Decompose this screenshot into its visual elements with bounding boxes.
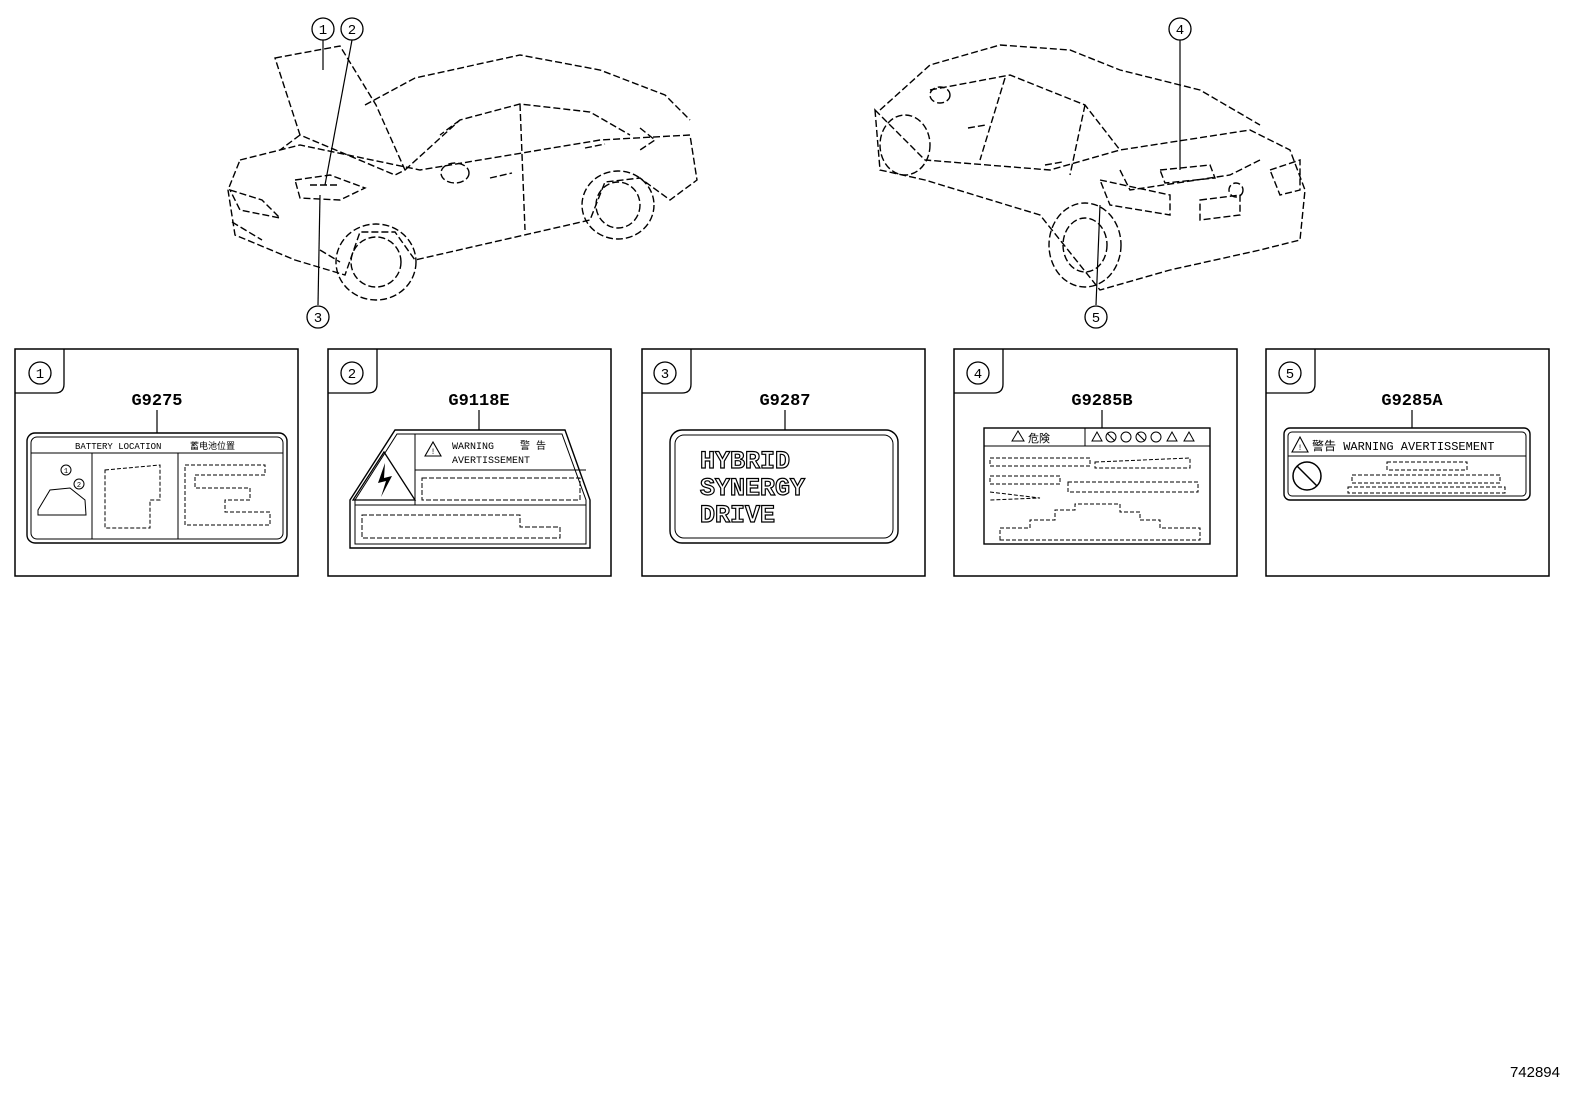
label-line-synergy: SYNERGY xyxy=(700,474,805,503)
panel-index: 2 xyxy=(348,367,356,383)
panel-g9287: 3 G9287 HYBRID SYNERGY DRIVE xyxy=(641,348,926,577)
svg-text:危険: 危険 xyxy=(1028,432,1050,446)
svg-text:警告 WARNING AVERTISSEMENT: 警告 WARNING AVERTISSEMENT xyxy=(1312,438,1494,454)
panel-index: 4 xyxy=(974,367,982,383)
svg-text:BATTERY LOCATION: BATTERY LOCATION xyxy=(75,442,161,452)
svg-text:1: 1 xyxy=(64,468,68,476)
svg-text:2: 2 xyxy=(348,23,356,39)
callout-2: 2 xyxy=(340,17,364,41)
svg-text:4: 4 xyxy=(1176,23,1184,39)
panel-index: 1 xyxy=(36,367,44,383)
high-voltage-icon xyxy=(351,450,417,501)
rear-car-illustration xyxy=(874,44,1306,291)
panel-g9118e: 2 G9118E ! WARNING 警 告 AVERTISSEMENT xyxy=(327,348,612,577)
svg-text:5: 5 xyxy=(1092,311,1100,327)
svg-text:2: 2 xyxy=(77,482,81,490)
panel-g9285a: 5 G9285A ! 警告 WARNING AVERTISSEMENT xyxy=(1265,348,1550,577)
part-number: G9285B xyxy=(1071,392,1132,411)
callout-4: 4 xyxy=(1168,17,1192,41)
svg-text:AVERTISSEMENT: AVERTISSEMENT xyxy=(452,456,530,467)
part-number: G9275 xyxy=(131,392,182,411)
svg-text:!: ! xyxy=(431,448,436,457)
label-line-hybrid: HYBRID xyxy=(700,447,790,476)
part-number: G9287 xyxy=(759,392,810,411)
front-car-illustration xyxy=(227,45,698,301)
panel-index: 3 xyxy=(661,367,669,383)
part-number: G9285A xyxy=(1381,392,1443,411)
diagram-id: 742894 xyxy=(1509,1064,1560,1081)
svg-text:1: 1 xyxy=(319,23,327,39)
warning-triangle-icon xyxy=(424,440,442,457)
svg-text:蓄电池位置: 蓄电池位置 xyxy=(190,440,235,452)
panel-g9285b: 4 G9285B 危険 xyxy=(953,348,1238,577)
panel-index: 5 xyxy=(1286,367,1294,383)
part-number: G9118E xyxy=(448,392,509,411)
label-line-drive: DRIVE xyxy=(700,501,775,530)
svg-text:!: ! xyxy=(1298,444,1303,453)
svg-text:WARNING: WARNING xyxy=(452,442,494,453)
prohibited-icon xyxy=(1292,461,1322,491)
svg-text:3: 3 xyxy=(314,311,322,327)
svg-text:警 告: 警 告 xyxy=(520,439,546,453)
panel-g9275: 1 G9275 BATTERY LOCATION 蓄电池位置 1 2 xyxy=(14,348,299,577)
symbol-row xyxy=(1091,430,1195,443)
callout-3: 3 xyxy=(306,305,330,329)
callout-leaders xyxy=(317,39,1181,306)
callout-5: 5 xyxy=(1084,305,1108,329)
callout-1: 1 xyxy=(311,17,335,41)
